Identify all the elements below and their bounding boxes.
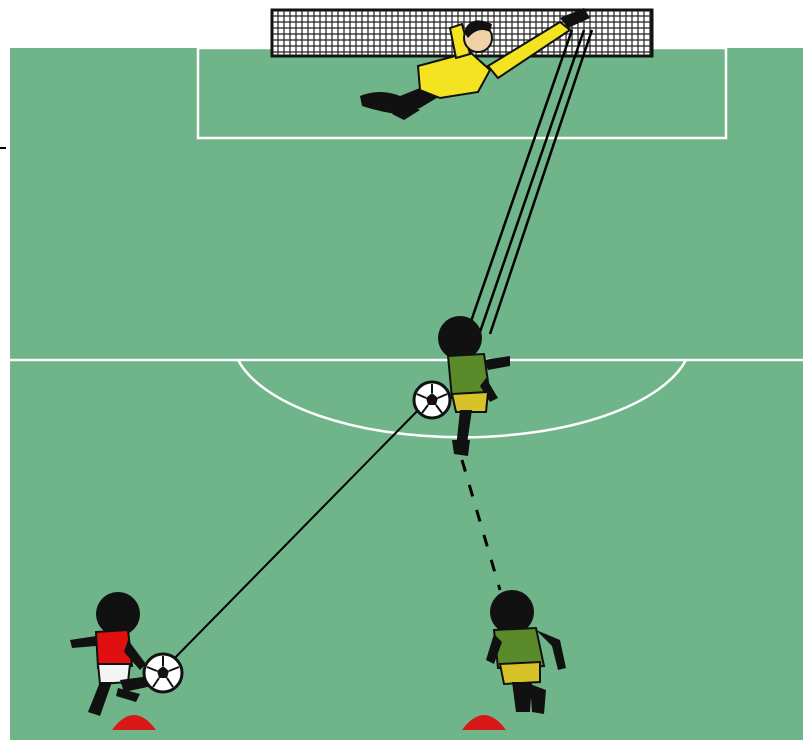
soccer-ball-icon — [414, 382, 450, 418]
soccer-ball-icon — [144, 654, 182, 692]
